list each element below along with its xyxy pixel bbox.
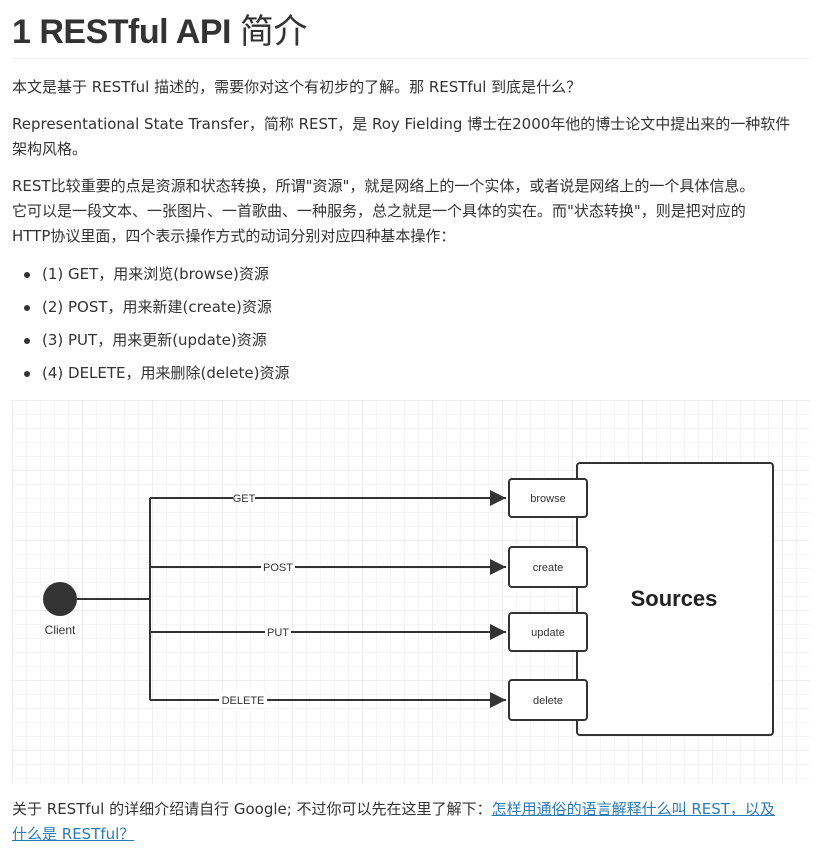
put-label-bg (265, 624, 291, 640)
update-label: update (531, 627, 565, 639)
footer-text: 关于 RESTful 的详细介绍请自行 Google; 不过你可以先在这里了解下… (12, 800, 492, 818)
footer-paragraph: 关于 RESTful 的详细介绍请自行 Google; 不过你可以先在这里了解下… (12, 797, 812, 847)
delete-box (508, 679, 588, 721)
update-box (508, 612, 588, 652)
browse-label: browse (530, 493, 565, 505)
post-label-bg (261, 559, 295, 575)
rest-explanation-link-part-1[interactable]: 怎样用通俗的语言解释什么叫 REST，以及 (491, 800, 775, 818)
put-label: PUT (267, 627, 289, 639)
sources-box (576, 462, 774, 736)
sources-label: Sources (631, 586, 718, 611)
definition-line-1: Representational State Transfer，简称 REST，… (12, 115, 791, 133)
title-number: 1 (12, 13, 31, 51)
create-label: create (533, 562, 564, 574)
explanation-line-1: REST比较重要的点是资源和状态转换，所谓"资源"，就是网络上的一个实体，或者说… (12, 177, 755, 195)
client-label: Client (45, 623, 76, 637)
get-label-bg (233, 490, 255, 506)
page-title: 1 RESTful API 简介 (12, 4, 307, 53)
http-methods-list: (1) GET，用来浏览(browse)资源 (2) POST，用来新建(cre… (12, 260, 289, 392)
title-latin: RESTful API (39, 13, 231, 51)
list-item-get: (1) GET，用来浏览(browse)资源 (12, 260, 289, 293)
list-item-delete: (4) DELETE，用来删除(delete)资源 (12, 359, 289, 392)
definition-line-2: 架构风格。 (12, 140, 88, 158)
client-node (43, 582, 77, 616)
create-box (508, 546, 588, 588)
post-label: POST (263, 562, 293, 574)
delete-action-label: delete (533, 695, 563, 707)
browse-box (508, 478, 588, 518)
explanation-paragraph: REST比较重要的点是资源和状态转换，所谓"资源"，就是网络上的一个实体，或者说… (12, 174, 812, 249)
delete-verb-label: DELETE (222, 695, 265, 707)
title-cjk: 简介 (239, 13, 308, 51)
get-label: GET (233, 493, 256, 505)
explanation-line-3: HTTP协议里面，四个表示操作方式的动词分别对应四种基本操作： (12, 227, 456, 245)
rest-explanation-link-part-2[interactable]: 什么是 RESTful？ (12, 825, 135, 843)
explanation-line-2: 它可以是一段文本、一张图片、一首歌曲、一种服务，总之就是一个具体的实在。而"状态… (12, 202, 746, 220)
list-item-put: (3) PUT，用来更新(update)资源 (12, 326, 289, 359)
rest-diagram: Sources Client GET browse POST create PU… (12, 400, 810, 784)
list-item-post: (2) POST，用来新建(create)资源 (12, 293, 289, 326)
delete-verb-bg (219, 692, 267, 708)
definition-paragraph: Representational State Transfer，简称 REST，… (12, 112, 812, 162)
title-divider (12, 58, 810, 59)
intro-paragraph: 本文是基于 RESTful 描述的，需要你对这个有初步的了解。那 RESTful… (12, 78, 582, 96)
